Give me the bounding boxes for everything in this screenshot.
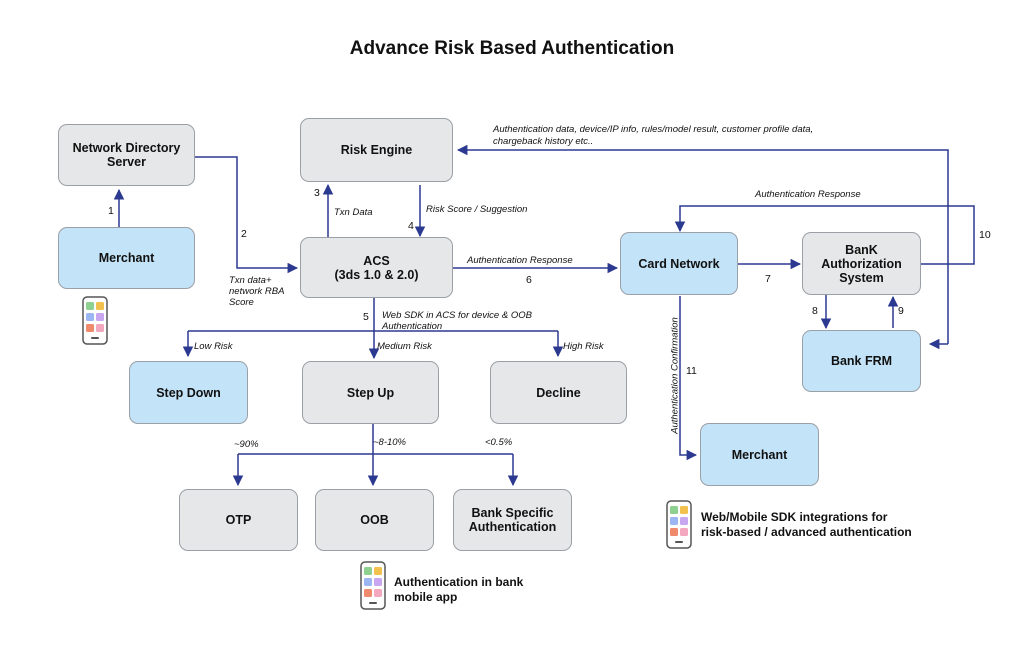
bank-app-note-line2: mobile app (394, 590, 458, 604)
risk-engine-label: Risk Engine (340, 143, 413, 157)
step-up-label: Step Up (346, 385, 395, 400)
merchant-bottom-box: Merchant (700, 423, 819, 486)
network-directory-server-box: Network Directory Server (58, 124, 195, 186)
arrow-11 (679, 296, 698, 461)
step-number-11: 11 (686, 365, 697, 377)
txn-data-label: Txn Data (334, 207, 373, 218)
auth-response-top-label: Authentication Response (755, 189, 861, 200)
card-network-box: Card Network (620, 232, 738, 295)
risk-engine-box: Risk Engine (300, 118, 453, 182)
decline-box: Decline (490, 361, 627, 424)
bank-app-note-line1: Authentication in bank (394, 575, 524, 589)
auth-confirmation-label: Authentication Confirmation (669, 317, 681, 434)
bank-authorization-system-box: BanK Authorization System (802, 232, 921, 295)
high-risk-label: High Risk (563, 341, 604, 352)
network-directory-server-label: Network Directory Server (72, 141, 181, 169)
sdk-note-line2: risk-based / advanced authentication (701, 525, 912, 539)
oob-box: OOB (315, 489, 434, 551)
diagram-title: Advance Risk Based Authentication (349, 38, 675, 59)
pct-8-10-label: ~8-10% (373, 437, 407, 448)
step-number-2: 2 (241, 228, 247, 240)
arrow-10-response (674, 205, 975, 265)
phone-app-icon (360, 561, 386, 610)
step-number-10: 10 (979, 229, 991, 241)
acs-label: ACS (363, 253, 390, 268)
step-number-8: 8 (812, 305, 818, 317)
phone-app-icon (82, 296, 108, 345)
step-number-7: 7 (765, 273, 771, 285)
bank-frm-label: Bank FRM (830, 354, 893, 368)
bank-specific-authentication-box: Bank Specific Authentication (453, 489, 572, 551)
bank-frm-box: Bank FRM (802, 330, 921, 392)
phone-app-icon (666, 500, 692, 549)
arrow-2 (195, 156, 299, 274)
pct-90-label: ~90% (234, 439, 259, 450)
medium-risk-label: Medium Risk (377, 341, 432, 352)
merchant-bottom-label: Merchant (731, 447, 788, 462)
pct-05-label: <0.5% (485, 437, 513, 448)
step-down-label: Step Down (156, 385, 221, 400)
risk-score-label: Risk Score / Suggestion (426, 204, 528, 215)
step-number-9: 9 (898, 305, 904, 317)
step-number-5: 5 (363, 311, 369, 323)
oob-label: OOB (360, 513, 389, 527)
low-risk-label: Low Risk (194, 341, 233, 352)
bank-specific-authentication-label: Bank Specific Authentication (468, 506, 557, 534)
merchant-top-label: Merchant (98, 251, 155, 265)
arrow-auth-data (456, 144, 949, 344)
otp-box: OTP (179, 489, 298, 551)
step-up-box: Step Up (302, 361, 439, 424)
sdk-note-line1: Web/Mobile SDK integrations for (701, 510, 888, 524)
merchant-top-box: Merchant (58, 227, 195, 289)
decline-label: Decline (536, 385, 581, 400)
otp-label: OTP (225, 513, 252, 527)
auth-data-label-line1: Authentication data, device/IP info, rul… (493, 124, 814, 135)
acs-version-label: (3ds 1.0 & 2.0) (334, 267, 419, 282)
bank-authorization-system-label: BanK Authorization System (821, 242, 902, 285)
web-sdk-label-line1: Web SDK in ACS for device & OOB (382, 310, 532, 321)
step-number-6: 6 (526, 274, 532, 286)
auth-response-mid-label: Authentication Response (467, 255, 573, 266)
step-number-1: 1 (108, 205, 114, 217)
step-number-3: 3 (314, 187, 320, 199)
step-number-4: 4 (408, 220, 414, 232)
txn-rba-label-line3: Score (229, 297, 254, 308)
txn-rba-label-line2: network RBA (229, 286, 285, 297)
card-network-label: Card Network (638, 256, 720, 271)
auth-data-label-line2: chargeback history etc.. (493, 136, 594, 147)
acs-box: ACS (3ds 1.0 & 2.0) (300, 237, 453, 298)
step-down-box: Step Down (129, 361, 248, 424)
web-sdk-label-line2: Authentication (382, 321, 443, 332)
txn-rba-label-line1: Txn data+ (229, 275, 272, 286)
